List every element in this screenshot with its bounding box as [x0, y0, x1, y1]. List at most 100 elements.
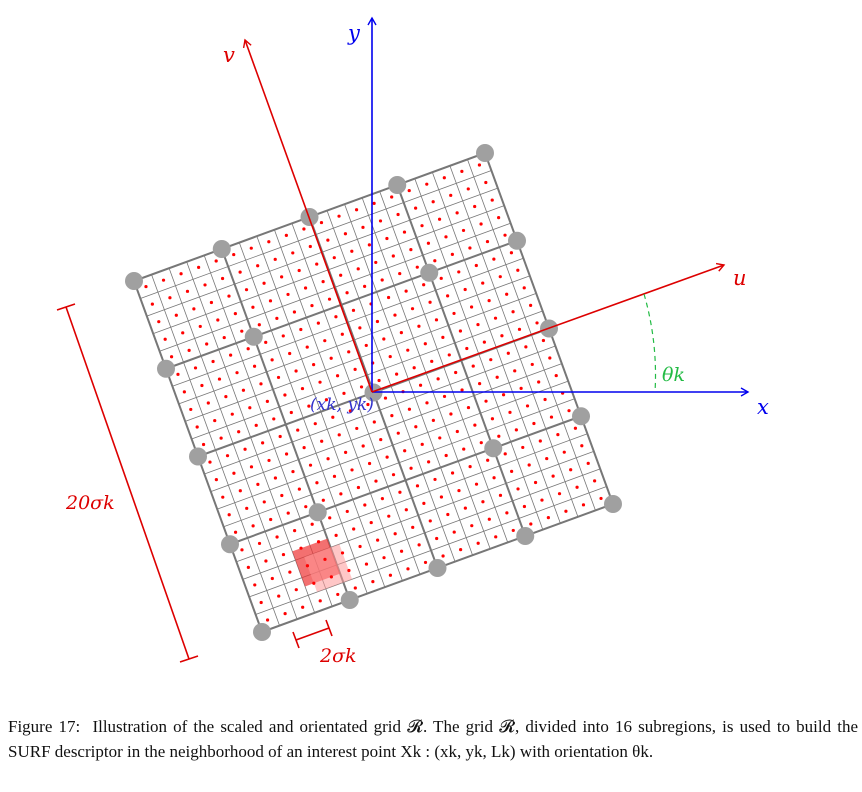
sample-point: [185, 289, 190, 293]
sample-point: [391, 473, 396, 477]
sample-point: [510, 469, 514, 473]
sample-point: [428, 300, 432, 304]
sample-point: [323, 557, 327, 561]
sample-point: [393, 532, 397, 536]
sample-point: [593, 479, 597, 483]
sample-point: [300, 386, 305, 391]
sample-point: [519, 386, 523, 390]
sample-point: [363, 284, 367, 288]
sample-point: [297, 487, 301, 491]
sample-point: [508, 410, 512, 414]
sample-point: [337, 214, 341, 218]
sample-point: [376, 538, 380, 542]
sample-point: [516, 268, 520, 272]
sample-point: [396, 431, 400, 435]
sample-point: [350, 468, 354, 472]
sample-point: [246, 565, 250, 569]
sample-point: [182, 390, 186, 394]
sample-point: [444, 235, 448, 239]
sample-point: [478, 382, 482, 386]
sample-point: [532, 421, 536, 426]
sample-point: [442, 394, 447, 399]
sample-point: [427, 460, 431, 464]
sample-point: [345, 291, 349, 295]
sample-point: [468, 465, 472, 469]
sample-point: [465, 346, 469, 351]
sample-point: [150, 302, 154, 306]
sample-point: [569, 468, 573, 472]
sample-point: [321, 280, 325, 284]
sample-point: [303, 286, 308, 290]
sample-point: [367, 243, 371, 247]
sample-point: [358, 326, 362, 330]
sample-point: [265, 618, 270, 622]
orientation-angle-arc: [643, 293, 657, 393]
sample-point: [545, 456, 549, 461]
sample-point: [486, 458, 490, 462]
sample-point: [264, 340, 268, 344]
sample-point: [466, 187, 470, 191]
sample-point: [533, 480, 538, 485]
sample-point: [374, 479, 378, 483]
sample-point: [375, 319, 380, 324]
sample-point: [564, 509, 568, 513]
sample-point: [446, 512, 450, 517]
sample-point: [537, 380, 541, 384]
sample-point: [511, 528, 515, 533]
sample-point: [369, 520, 373, 525]
sample-point: [500, 334, 504, 338]
sample-point: [225, 454, 230, 458]
sample-point: [321, 498, 325, 502]
sample-point: [470, 524, 474, 528]
sample-point: [284, 233, 288, 237]
sample-point: [281, 552, 286, 557]
sample-point: [352, 527, 356, 531]
sample-point: [268, 299, 273, 303]
sample-point: [241, 388, 246, 392]
sample-point: [340, 332, 344, 336]
sample-point: [169, 355, 174, 359]
sample-point: [433, 477, 437, 482]
sample-point: [299, 546, 303, 550]
sample-point: [543, 397, 547, 402]
sample-point: [372, 201, 376, 205]
sample-point: [374, 260, 378, 265]
sample-point: [344, 450, 348, 454]
sample-point: [497, 434, 501, 438]
sample-point: [316, 540, 321, 544]
sample-point: [198, 324, 202, 329]
sample-point: [363, 503, 367, 507]
sample-point: [461, 228, 466, 233]
sample-point: [450, 252, 454, 256]
sample-point: [490, 198, 494, 202]
sample-point: [425, 401, 429, 405]
sample-point: [209, 300, 214, 305]
sample-point: [551, 474, 555, 478]
corner-marker: [572, 407, 590, 426]
sample-point: [460, 388, 464, 392]
sample-point: [235, 371, 239, 375]
sample-point: [457, 488, 461, 493]
sample-point: [407, 407, 412, 411]
sample-point: [511, 310, 515, 314]
sample-point: [304, 505, 308, 509]
sample-point: [291, 251, 295, 255]
sample-point: [329, 356, 333, 360]
sample-point: [331, 415, 335, 419]
sample-point: [399, 331, 403, 335]
sample-point: [270, 358, 274, 362]
sample-point: [402, 230, 407, 234]
sample-point: [455, 211, 459, 215]
sample-point: [415, 265, 419, 269]
sample-point: [481, 500, 485, 504]
sample-point: [345, 509, 349, 514]
sample-point: [487, 517, 491, 521]
sample-point: [270, 576, 274, 581]
sample-point: [334, 315, 338, 319]
sample-point: [382, 556, 386, 560]
sample-point: [525, 404, 530, 408]
sample-point: [437, 217, 442, 221]
sample-point: [179, 272, 183, 276]
sample-point: [350, 249, 354, 253]
sample-point: [516, 487, 520, 491]
